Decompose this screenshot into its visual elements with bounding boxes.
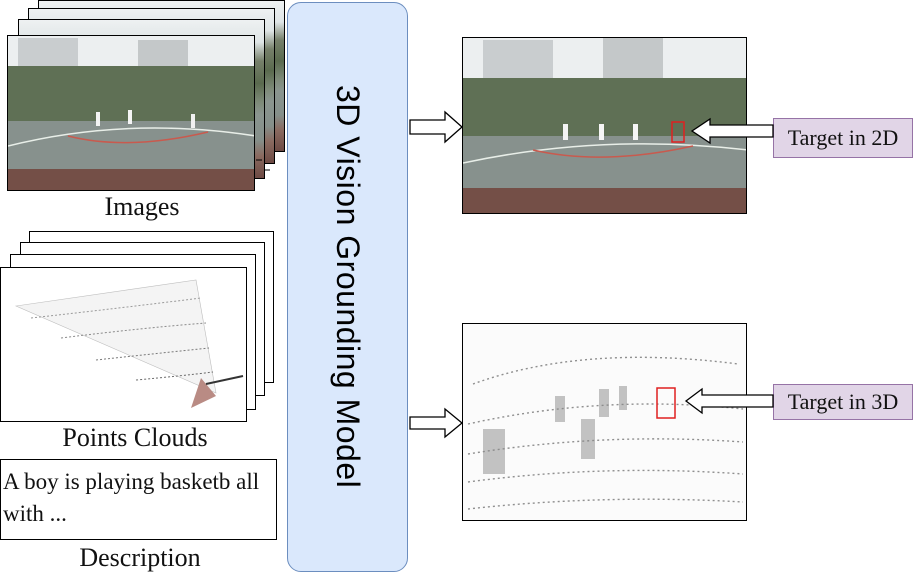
model-box bbox=[287, 2, 408, 572]
description-text-box: A boy is playing basketb all with ... bbox=[0, 459, 277, 540]
target-2d-label: Target in 2D bbox=[773, 118, 913, 158]
image-input-front bbox=[7, 35, 255, 191]
model-label: 3D Vision Grounding Model bbox=[330, 85, 366, 489]
target-3d-pointer-arrow bbox=[684, 387, 774, 415]
model-label-container: 3D Vision Grounding Model bbox=[287, 2, 408, 572]
bbox-3d bbox=[656, 387, 676, 419]
pointcloud-input-front bbox=[0, 267, 247, 422]
target-2d-pointer-arrow bbox=[690, 117, 774, 145]
court-scene bbox=[8, 36, 254, 190]
pointclouds-caption: Points Clouds bbox=[62, 423, 208, 452]
images-caption: Images bbox=[104, 192, 180, 221]
pointcloud-fan bbox=[14, 279, 244, 408]
description-caption: Description bbox=[79, 543, 201, 572]
model-to-3d-arrow bbox=[409, 407, 464, 439]
bbox-2d bbox=[671, 121, 685, 143]
model-to-2d-arrow bbox=[409, 110, 463, 144]
